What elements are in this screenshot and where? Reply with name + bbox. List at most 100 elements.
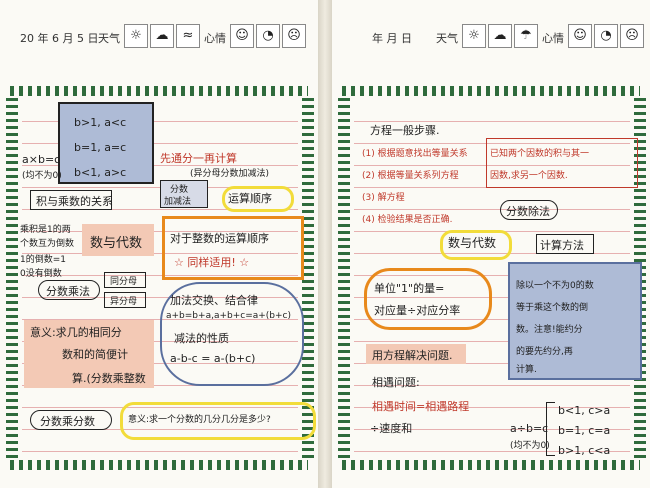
- subtraction-property: 减法的性质: [174, 332, 229, 345]
- fraction-add-sub-1: 分数: [170, 185, 189, 195]
- steps-title: 方程一般步骤.: [370, 124, 440, 137]
- first-then-label: 先通分一再计算: [160, 152, 237, 165]
- operation-order-box: [222, 186, 294, 212]
- bottom-border: [342, 460, 640, 470]
- unit-one-box: [364, 268, 492, 330]
- mood-label: 心情: [204, 32, 226, 45]
- unit-one-label: 单位"1"的量=: [374, 282, 445, 295]
- known-product-box: [486, 138, 638, 188]
- equation-solve-label: 用方程解决问题.: [372, 349, 453, 362]
- compare-case-3: b<1, a>c: [74, 166, 127, 179]
- also-applies-label: ☆ 同样适用! ☆: [174, 256, 250, 269]
- top-border: [10, 86, 308, 96]
- meaning1-b: 数和的简便计: [62, 348, 128, 361]
- cloud-icon: ☁: [150, 24, 174, 48]
- fraction-times-fraction-label: 分数乘分数: [40, 415, 95, 428]
- relation-box: [30, 190, 112, 210]
- div-case-1: b<1, c>a: [558, 404, 611, 417]
- div-brace: [546, 402, 555, 456]
- step-2: (2) 根据等量关系列方程: [362, 171, 459, 181]
- divide-rule-b: 等于乘这个数的倒: [516, 303, 589, 313]
- sub-formula: a-b-c = a-(b+c): [170, 352, 256, 365]
- step-3: (3) 解方程: [362, 193, 405, 203]
- sad-face-icon: ☹: [620, 24, 644, 48]
- date-label: 20 年 6 月 5 日: [20, 32, 99, 45]
- laws-ellipse: [160, 282, 304, 386]
- laws-title: 加法交换、结合律: [170, 294, 258, 307]
- meaning1-c: 算.(分数乘整数: [72, 372, 146, 385]
- div-case-3: b>1, c<a: [558, 444, 611, 457]
- smile-icon: ☺: [568, 24, 592, 48]
- unit-one-b: 对应量÷对应分率: [374, 304, 461, 317]
- reciprocal-note-3: 1的倒数=1: [20, 255, 66, 265]
- compare-case-1: b>1, a<c: [74, 116, 127, 129]
- book-gutter: [318, 0, 332, 488]
- sun-icon: ☼: [462, 24, 486, 48]
- div-case-2: b=1, c=a: [558, 424, 611, 437]
- div-formula: a÷b=c: [510, 422, 549, 435]
- fraction-times-fraction-box: [30, 410, 112, 430]
- same-denominator-label: 同分母: [110, 277, 138, 287]
- rain-icon: ☂: [514, 24, 538, 48]
- same-denominator-box: [104, 272, 146, 288]
- smile-icon: ☺: [230, 24, 254, 48]
- meeting-formula: 相遇时间=相遇路程: [372, 400, 470, 413]
- center-topic-box: [440, 230, 512, 260]
- compare-box: [58, 102, 154, 184]
- center-topic-label: 数与代数: [90, 236, 143, 251]
- right-border: [302, 98, 314, 460]
- first-then-note: (异分母分数加减法): [190, 169, 270, 179]
- top-border: [342, 86, 640, 96]
- left-border: [6, 98, 18, 460]
- wind-icon: ≈: [176, 24, 200, 48]
- fraction-div-label: 分数除法: [506, 205, 550, 218]
- fraction-mult-label: 分数乘法: [46, 285, 90, 298]
- reciprocal-note-4: 0没有倒数: [20, 269, 62, 279]
- integer-rule-label: 对于整数的运算顺序: [170, 232, 269, 245]
- divide-rule-e: 计算.: [516, 365, 537, 375]
- known-product-label: 已知两个因数的积与其一: [490, 149, 590, 159]
- meaning2-label: 意义:求一个分数的几分几分是多少?: [128, 415, 271, 425]
- fraction-mult-box: [38, 280, 100, 300]
- meaning1-box: [24, 320, 154, 388]
- step-1: (1) 根据题意找出等量关系: [362, 149, 468, 159]
- left-page: 20 年 6 月 5 日 天气 ☼ ☁ ≈ 心情 ☺ ◔ ☹ b>1, a<c …: [0, 0, 318, 488]
- diff-denominator-box: [104, 292, 146, 308]
- divide-rule-box: [508, 262, 642, 380]
- neutral-face-icon: ◔: [594, 24, 618, 48]
- divide-rule-label: 除以一个不为0的数: [516, 281, 594, 291]
- compare-case-2: b=1, a=c: [74, 141, 127, 154]
- center-topic-label: 数与代数: [448, 236, 497, 250]
- center-topic-box: [82, 224, 154, 256]
- meaning1-label: 意义:求几的相同分: [30, 326, 122, 339]
- left-border: [338, 98, 350, 460]
- fraction-add-sub-box: [160, 180, 208, 208]
- reciprocal-note-2: 个数互为倒数: [20, 239, 75, 249]
- right-page: 年 月 日 天气 ☼ ☁ ☂ 心情 ☺ ◔ ☹ 方程一般步骤. (1) 根据题意…: [332, 0, 650, 488]
- meeting-title: 相遇问题:: [372, 376, 420, 389]
- neutral-face-icon: ◔: [256, 24, 280, 48]
- mood-label: 心情: [542, 32, 564, 45]
- laws-formula: a+b=b+a,a+b+c=a+(b+c): [166, 311, 292, 321]
- fraction-add-sub-2: 加减法: [164, 197, 192, 207]
- weather-label: 天气: [98, 32, 120, 45]
- date-label: 年 月 日: [372, 32, 412, 45]
- cloud-icon: ☁: [488, 24, 512, 48]
- sun-icon: ☼: [124, 24, 148, 48]
- diff-denominator-label: 异分母: [110, 297, 138, 307]
- operation-order-label: 运算顺序: [228, 192, 272, 205]
- divide-rule-c: 数。注意!能约分: [516, 325, 583, 335]
- meaning2-box: [120, 402, 316, 440]
- relation-label: 积与乘数的关系: [36, 195, 113, 208]
- reciprocal-note-1: 乘积是1的两: [20, 225, 71, 235]
- div-note: (均不为0): [510, 441, 550, 451]
- equation-solve-box: [366, 344, 466, 364]
- known-product-b: 因数,求另一个因数.: [490, 171, 568, 181]
- calc-method-box: [536, 234, 594, 254]
- fraction-div-box: [500, 200, 558, 220]
- sad-face-icon: ☹: [282, 24, 306, 48]
- bottom-border: [10, 460, 308, 470]
- integer-rule-box: [162, 216, 304, 280]
- meeting-formula-b: ÷速度和: [370, 422, 413, 435]
- weather-label: 天气: [436, 32, 458, 45]
